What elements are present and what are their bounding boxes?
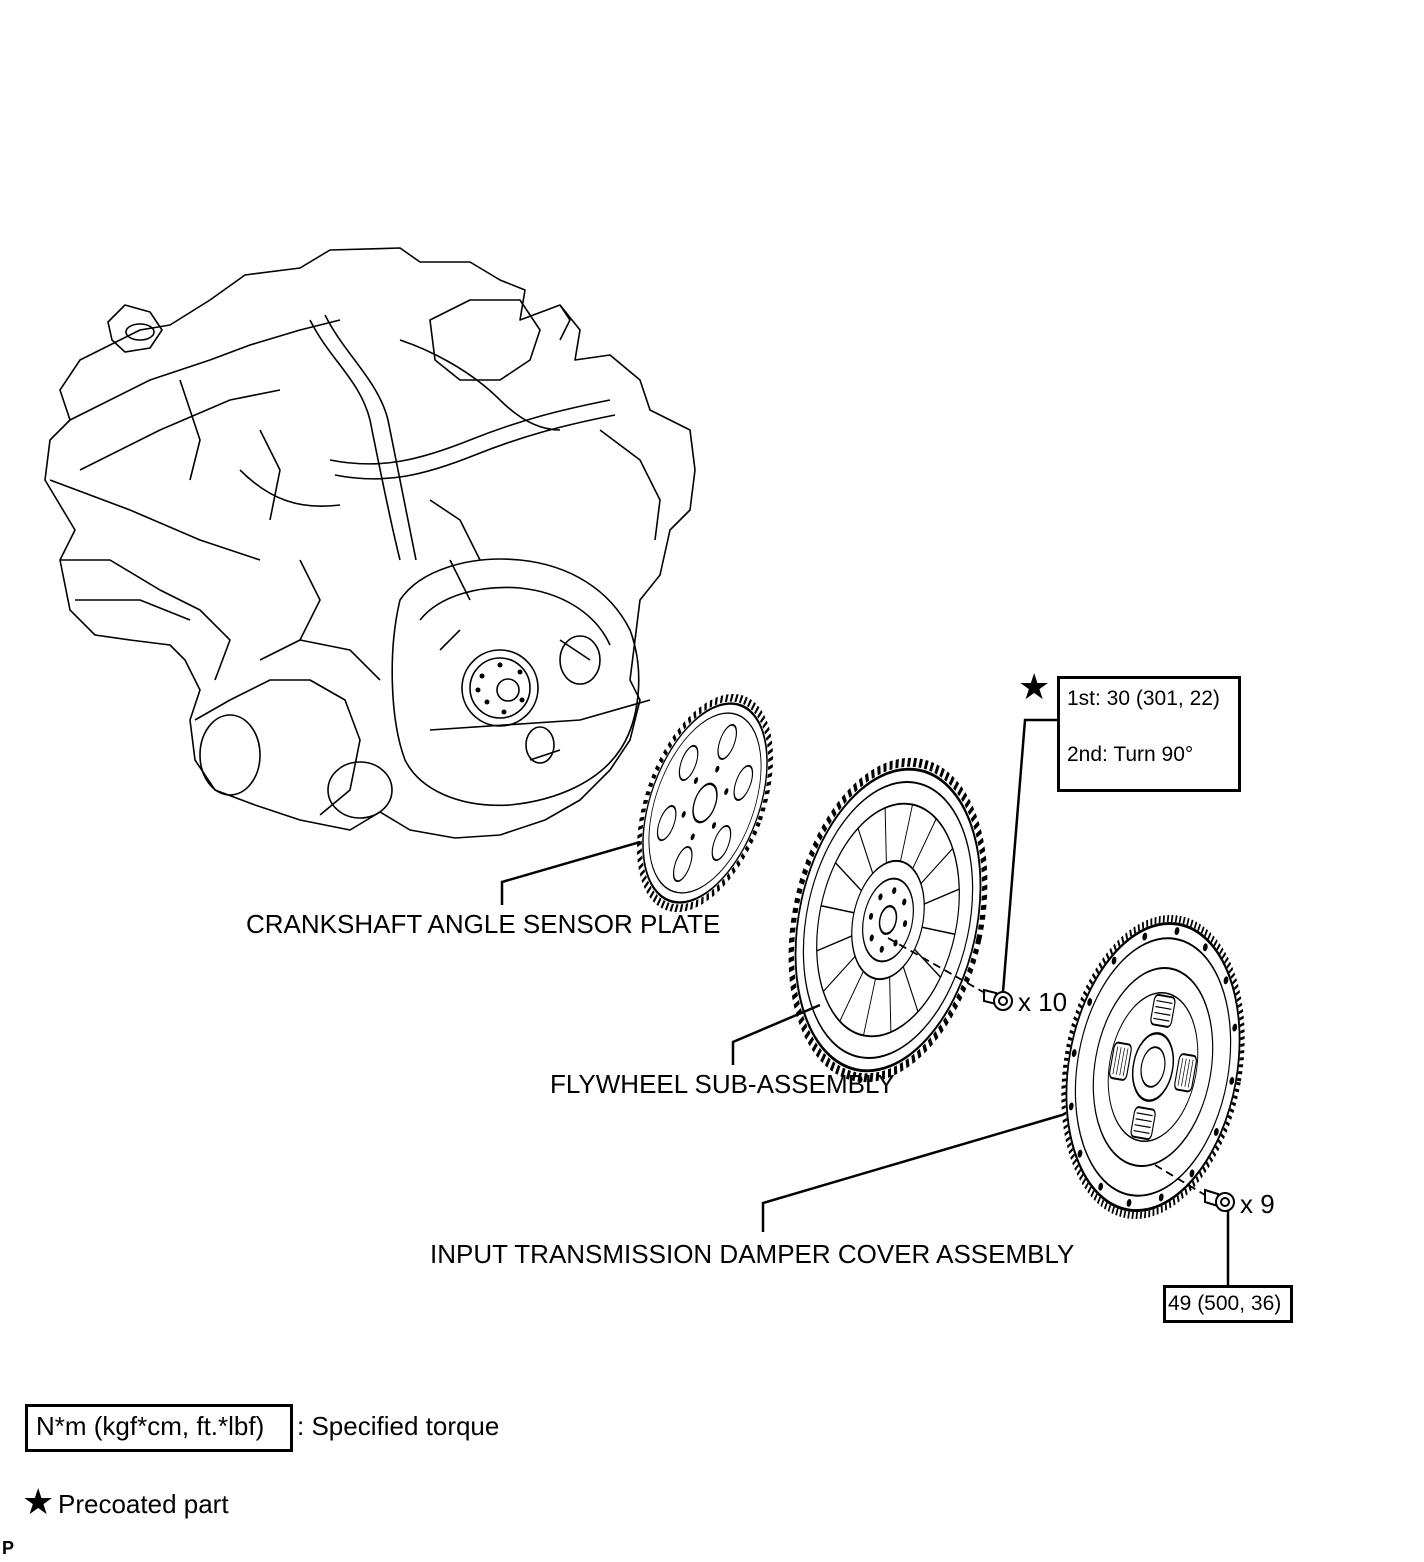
- flywheel-bolt-quantity: x 10: [1018, 987, 1068, 1017]
- flywheel-torque-box: [1057, 676, 1241, 792]
- footer-code: P: [2, 1538, 15, 1558]
- flywheel-torque-step1: 1st: 30 (301, 22): [1067, 687, 1220, 710]
- flywheel-bolt-illustration: [983, 988, 1013, 1011]
- damper-bolt-illustration: [1204, 1188, 1235, 1212]
- star-icon: ★: [1018, 666, 1051, 707]
- damper-bolt-quantity: x 9: [1240, 1189, 1275, 1219]
- torque-legend-box: [25, 1404, 293, 1452]
- engine-illustration: [44, 247, 696, 839]
- crankshaft-angle-sensor-plate-illustration: [637, 693, 773, 913]
- damper-torque-box: [1163, 1285, 1293, 1323]
- torque-legend-description: : Specified torque: [297, 1411, 500, 1441]
- flywheel-illustration: [788, 757, 988, 1083]
- star-icon: ★: [22, 1481, 55, 1522]
- flywheel-torque-step2: 2nd: Turn 90°: [1067, 743, 1194, 766]
- leader-lines: [500, 718, 1230, 1285]
- damper-cover-illustration: [1061, 915, 1245, 1219]
- bolt-axis-lines: [887, 937, 1206, 1196]
- torque-legend-unit: N*m (kgf*cm, ft.*lbf): [36, 1411, 265, 1441]
- crankshaft-angle-sensor-plate-label: CRANKSHAFT ANGLE SENSOR PLATE: [246, 909, 721, 939]
- damper-torque-value: 49 (500, 36): [1168, 1292, 1282, 1315]
- flywheel-sub-assembly-label: FLYWHEEL SUB-ASSEMBLY: [550, 1069, 895, 1099]
- input-transmission-damper-cover-label: INPUT TRANSMISSION DAMPER COVER ASSEMBLY: [430, 1239, 1075, 1269]
- precoat-legend-description: Precoated part: [58, 1489, 229, 1519]
